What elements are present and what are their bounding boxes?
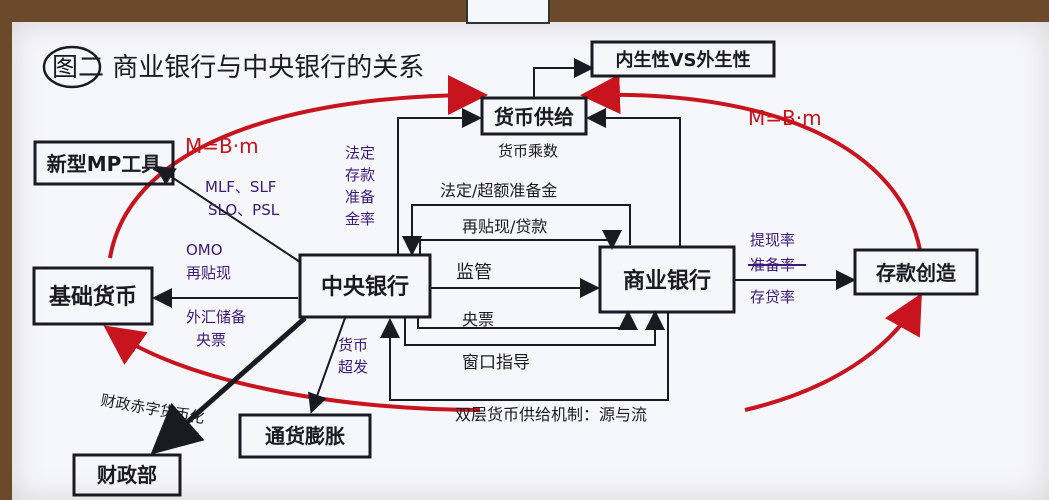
arrow-cb-to-treasury	[150, 316, 307, 455]
treasury-box	[72, 453, 182, 497]
endogeneity-label: 内生性VS外生性	[616, 49, 751, 71]
central-bank-box	[298, 253, 432, 319]
omo-label: OMO	[186, 241, 223, 259]
paper-tab	[466, 0, 550, 24]
arrow-window-guidance	[404, 310, 665, 346]
right-label-3: 存贷率	[750, 288, 795, 306]
cb-tool-line-2: 存款	[345, 166, 375, 184]
window-guidance-label: 窗口指导	[462, 353, 530, 373]
cb-tool-line-1: 法定	[345, 144, 375, 162]
commercial-bank-label: 商业银行	[623, 268, 711, 294]
red-loop-bottom-right	[744, 293, 922, 412]
new-mp-tools-box	[33, 140, 175, 186]
red-loop-bottom-left	[103, 325, 481, 412]
tools-slo: SLO、PSL	[208, 201, 280, 219]
bills-left-label: 央票	[196, 331, 226, 349]
supervision-label: 监管	[456, 262, 492, 283]
rediscount-loan-label: 再贴现/贷款	[462, 217, 547, 236]
money-issuance-line-2: 超发	[338, 358, 368, 376]
arrow-reserve-to-cb	[402, 204, 631, 256]
inflation-label: 通货膨胀	[265, 424, 345, 448]
fx-reserve-label: 外汇储备	[186, 308, 246, 326]
reserve-account-label: 法定/超额准备金	[440, 181, 557, 200]
red-loop-top-right	[580, 74, 922, 251]
new-mp-tools-label: 新型MP工具	[47, 152, 162, 176]
arrow-cb-to-supply	[397, 108, 482, 255]
formula-right: M=B·m	[748, 106, 822, 130]
title-circle	[42, 45, 102, 89]
arrow-to-endogeneity	[533, 58, 594, 98]
arrow-commercial-to-supply	[586, 108, 681, 247]
fiscal-deficit-label: 财政赤字货币化	[99, 391, 206, 427]
red-loop-top-left	[108, 75, 488, 259]
deposit-creation-label: 存款创造	[876, 261, 957, 285]
money-supply-label: 货币供给	[494, 105, 574, 129]
arrow-bills	[417, 310, 638, 330]
rediscount-left-label: 再贴现	[186, 264, 231, 282]
money-issuance-line-1: 货币	[338, 336, 368, 354]
dual-system-label: 双层货币供给机制：源与流	[455, 405, 647, 424]
arrow-commercial-back-to-cb	[380, 312, 669, 401]
base-money-label: 基础货币	[49, 284, 137, 310]
treasury-label: 财政部	[97, 463, 157, 487]
right-label-1: 提现率	[750, 231, 795, 249]
bills-label: 央票	[462, 310, 494, 329]
money-multiplier-label: 货币乘数	[498, 142, 558, 160]
cb-tool-line-3: 准备	[345, 188, 375, 206]
arrow-loan-to-commercial	[419, 230, 622, 255]
tools-mlf: MLF、SLF	[205, 178, 276, 196]
page-title: 图二 商业银行与中央银行的关系	[52, 53, 424, 83]
arrow-cb-to-mp-tools	[154, 165, 301, 263]
inflation-box	[238, 413, 372, 459]
formula-left: M=B·m	[185, 134, 259, 158]
central-bank-label: 中央银行	[321, 274, 409, 300]
cb-tool-line-4: 金率	[345, 210, 375, 228]
arrow-cb-to-inflation	[307, 317, 346, 414]
